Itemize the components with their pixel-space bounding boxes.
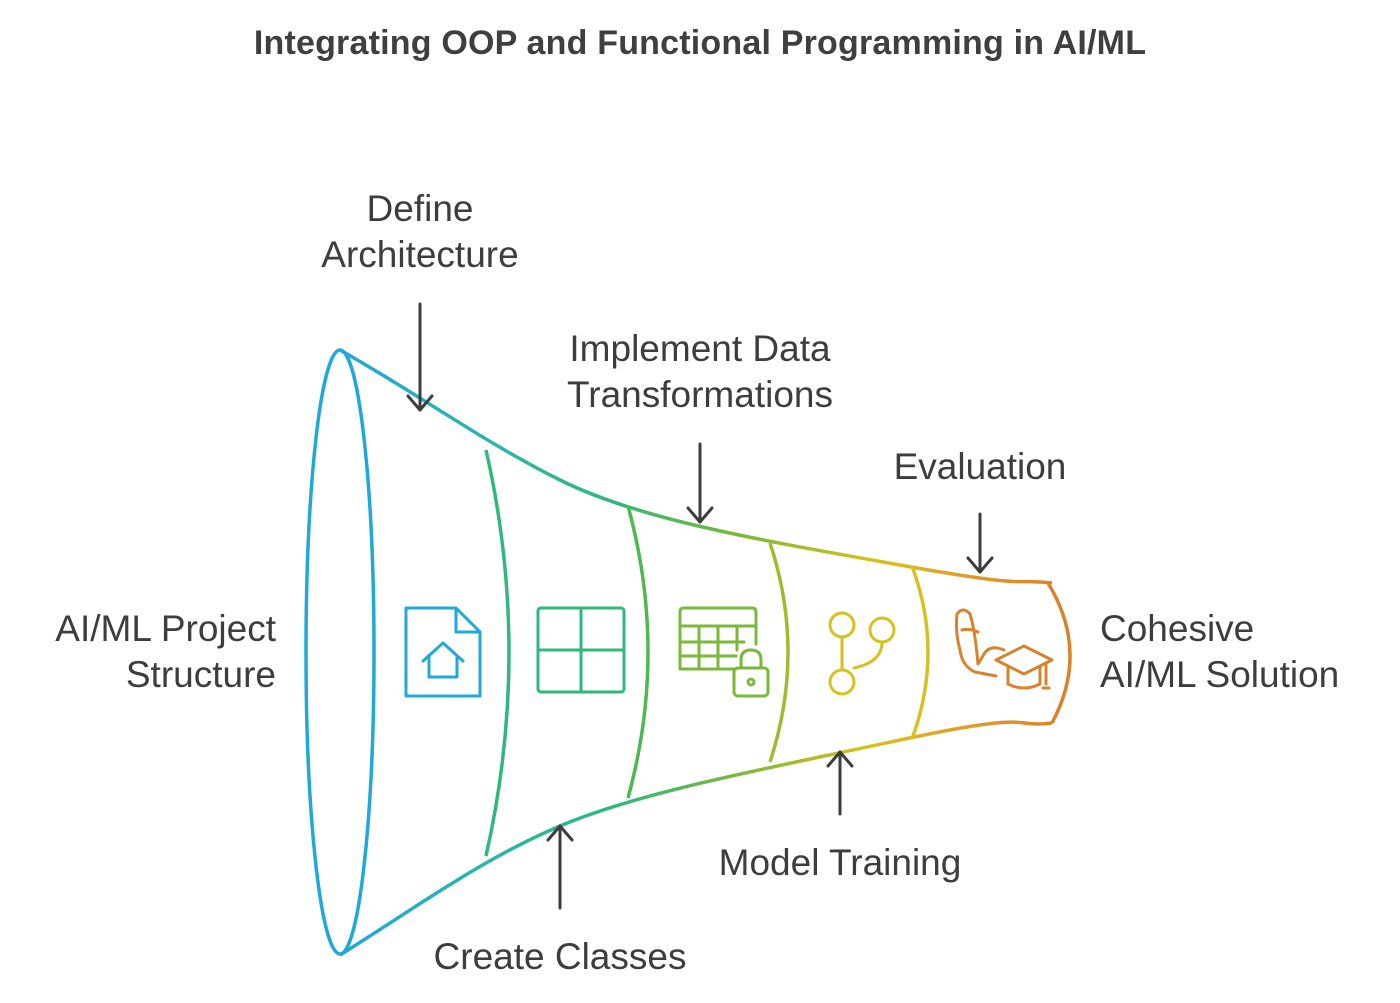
funnel-top-edge: [339, 348, 1053, 585]
diagram-title: Integrating OOP and Functional Programmi…: [253, 24, 1147, 62]
start-label: AI/ML Project Structure: [55, 608, 276, 695]
arrow-create-classes: [546, 824, 574, 910]
strength-graduation-icon: [954, 608, 1054, 690]
end-label: Cohesive AI/ML Solution: [1100, 608, 1340, 695]
git-branch-icon: [828, 611, 896, 696]
divider-2: [626, 505, 650, 799]
stage-label-create-classes: Create Classes: [433, 936, 687, 977]
grid-icon: [536, 606, 626, 694]
funnel-bottom-edge: [339, 720, 1053, 957]
document-home-icon: [404, 606, 482, 698]
table-lock-icon: [678, 606, 770, 698]
arrow-implement-data: [686, 442, 714, 524]
stage-label-define-architecture: Define Architecture: [321, 188, 519, 275]
divider-4: [910, 565, 930, 740]
divider-1: [484, 449, 511, 857]
arrow-define-architecture: [406, 302, 434, 412]
stage-label-evaluation: Evaluation: [893, 446, 1067, 487]
funnel-end: [1046, 582, 1072, 724]
stage-label-model-training: Model Training: [718, 842, 962, 883]
arrow-model-training: [826, 750, 854, 816]
divider-3: [768, 542, 790, 763]
arrow-evaluation: [966, 512, 994, 574]
funnel-mouth: [304, 348, 376, 956]
stage-label-implement-data: Implement Data Transformations: [567, 328, 833, 415]
